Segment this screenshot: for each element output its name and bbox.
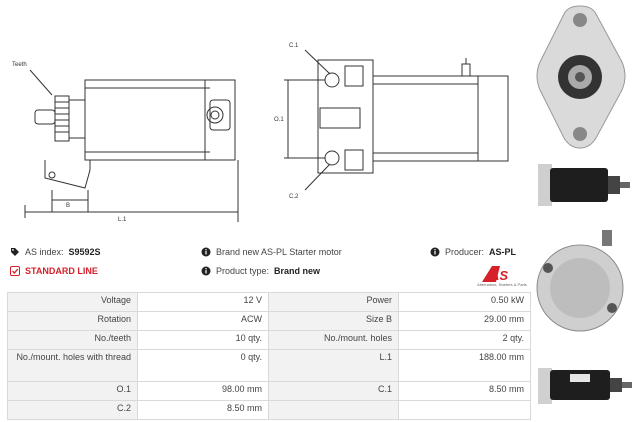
- spec-label: C.2: [7, 400, 138, 420]
- spec-label: L.1: [268, 349, 399, 382]
- spec-label: Rotation: [7, 311, 138, 331]
- logo-subtitle: Alternators, Starters & Parts: [477, 282, 527, 287]
- product-photos: [530, 0, 640, 422]
- spec-value: 10 qty.: [137, 330, 269, 350]
- description-text: Brand new AS-PL Starter motor: [216, 247, 342, 257]
- teeth-label: Teeth: [12, 62, 27, 68]
- product-type: Product type: Brand new: [201, 266, 320, 276]
- as-index-value: S9592S: [68, 247, 101, 257]
- photo-rear[interactable]: [530, 222, 640, 352]
- photo-side-bottom[interactable]: [530, 352, 640, 422]
- spec-label: Voltage: [7, 292, 138, 312]
- table-row: Rotation ACW Size B 29.00 mm: [7, 311, 531, 331]
- spec-value: 29.00 mm: [398, 311, 531, 331]
- spec-label: No./mount. holes: [268, 330, 399, 350]
- spec-value: 8.50 mm: [137, 400, 269, 420]
- product-type-value: Brand new: [274, 266, 321, 276]
- spec-value: 2 qty.: [398, 330, 531, 350]
- dimension-c1-label: C.1: [289, 43, 299, 49]
- specs-table: Voltage 12 V Power 0.50 kW Rotation ACW …: [7, 292, 531, 420]
- standard-line-label: STANDARD LINE: [25, 266, 98, 276]
- dimension-b-label: B: [66, 203, 70, 209]
- producer: Producer: AS-PL: [430, 247, 516, 257]
- photo-side-small[interactable]: [530, 152, 640, 222]
- technical-drawing: Teeth B L.1 C.1 O.1 C.2: [0, 0, 535, 240]
- table-row: No./mount. holes with thread 0 qty. L.1 …: [7, 349, 531, 382]
- info-icon: [201, 247, 211, 257]
- photo-front-flange[interactable]: [530, 0, 640, 152]
- standard-line: STANDARD LINE: [10, 266, 98, 276]
- spec-label: No./mount. holes with thread: [7, 349, 138, 382]
- table-row: Voltage 12 V Power 0.50 kW: [7, 292, 531, 312]
- as-pl-logo: AS: [482, 266, 508, 283]
- spec-value: 98.00 mm: [137, 381, 269, 401]
- spec-label: No./teeth: [7, 330, 138, 350]
- table-row: C.2 8.50 mm: [7, 400, 531, 420]
- as-index-label: AS index:: [25, 247, 64, 257]
- table-row: O.1 98.00 mm C.1 8.50 mm: [7, 381, 531, 401]
- spec-value: 0.50 kW: [398, 292, 531, 312]
- dimension-o1-label: O.1: [274, 117, 284, 123]
- spec-value: [398, 400, 531, 420]
- spec-label: [268, 400, 399, 420]
- spec-value: 0 qty.: [137, 349, 269, 382]
- dimension-l1-label: L.1: [118, 217, 127, 223]
- dimension-c2-label: C.2: [289, 194, 299, 200]
- producer-label: Producer:: [445, 247, 485, 257]
- spec-label: Size B: [268, 311, 399, 331]
- table-row: No./teeth 10 qty. No./mount. holes 2 qty…: [7, 330, 531, 350]
- motor-body-side: [84, 79, 211, 161]
- product-description: Brand new AS-PL Starter motor: [201, 247, 342, 257]
- spec-value: ACW: [137, 311, 269, 331]
- spec-label: C.1: [268, 381, 399, 401]
- spec-value: 12 V: [137, 292, 269, 312]
- spec-value: 8.50 mm: [398, 381, 531, 401]
- product-info: AS index: S9592S STANDARD LINE Brand new…: [10, 247, 530, 287]
- checkbox-checked-icon: [10, 266, 20, 276]
- as-index: AS index: S9592S: [10, 247, 101, 257]
- spec-label: Power: [268, 292, 399, 312]
- tag-icon: [11, 248, 19, 256]
- pinion-gear: [54, 95, 70, 142]
- info-icon: [430, 247, 440, 257]
- logo-text: AS: [489, 268, 508, 283]
- product-type-label: Product type:: [216, 266, 270, 276]
- spec-value: 188.00 mm: [398, 349, 531, 382]
- producer-value: AS-PL: [489, 247, 517, 257]
- info-icon: [201, 266, 211, 276]
- spec-label: O.1: [7, 381, 138, 401]
